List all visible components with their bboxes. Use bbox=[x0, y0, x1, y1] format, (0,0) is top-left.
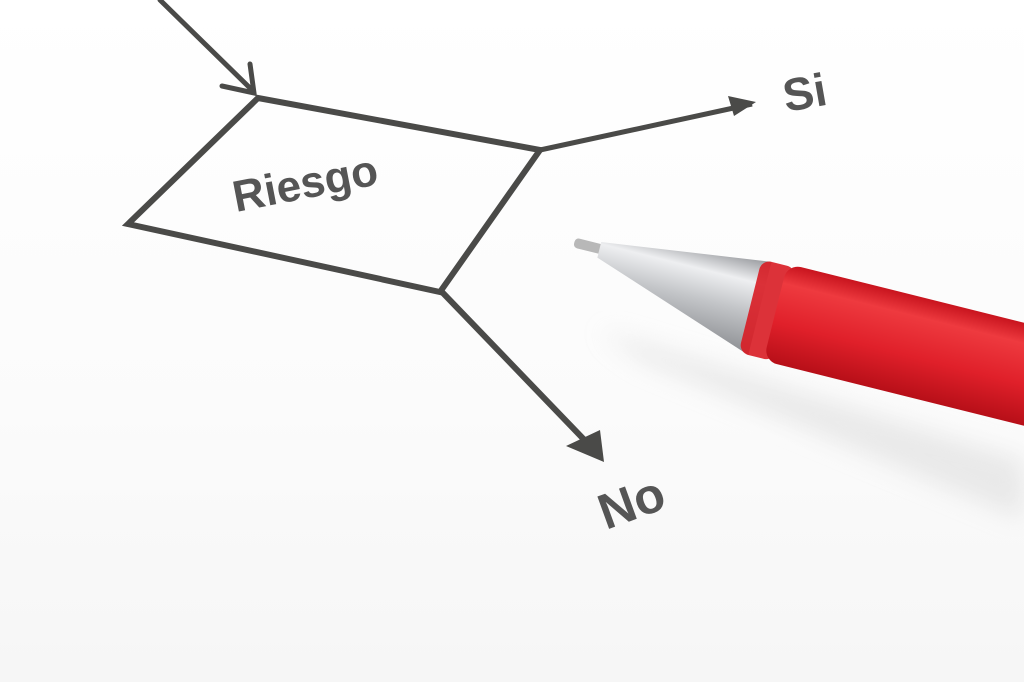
pen-tip bbox=[573, 238, 604, 254]
pen-red-ring bbox=[740, 261, 795, 360]
decision-box bbox=[121, 94, 546, 296]
no-label: No bbox=[591, 465, 673, 540]
yes-label: Si bbox=[779, 63, 831, 122]
pen bbox=[573, 238, 1024, 520]
pen-red-body bbox=[766, 266, 1024, 431]
incoming-arrow bbox=[157, 0, 257, 97]
pen-silver-cone bbox=[597, 242, 772, 355]
decision-label: Riesgo bbox=[229, 146, 382, 222]
yes-arrow bbox=[539, 96, 756, 153]
no-arrow bbox=[439, 289, 604, 462]
